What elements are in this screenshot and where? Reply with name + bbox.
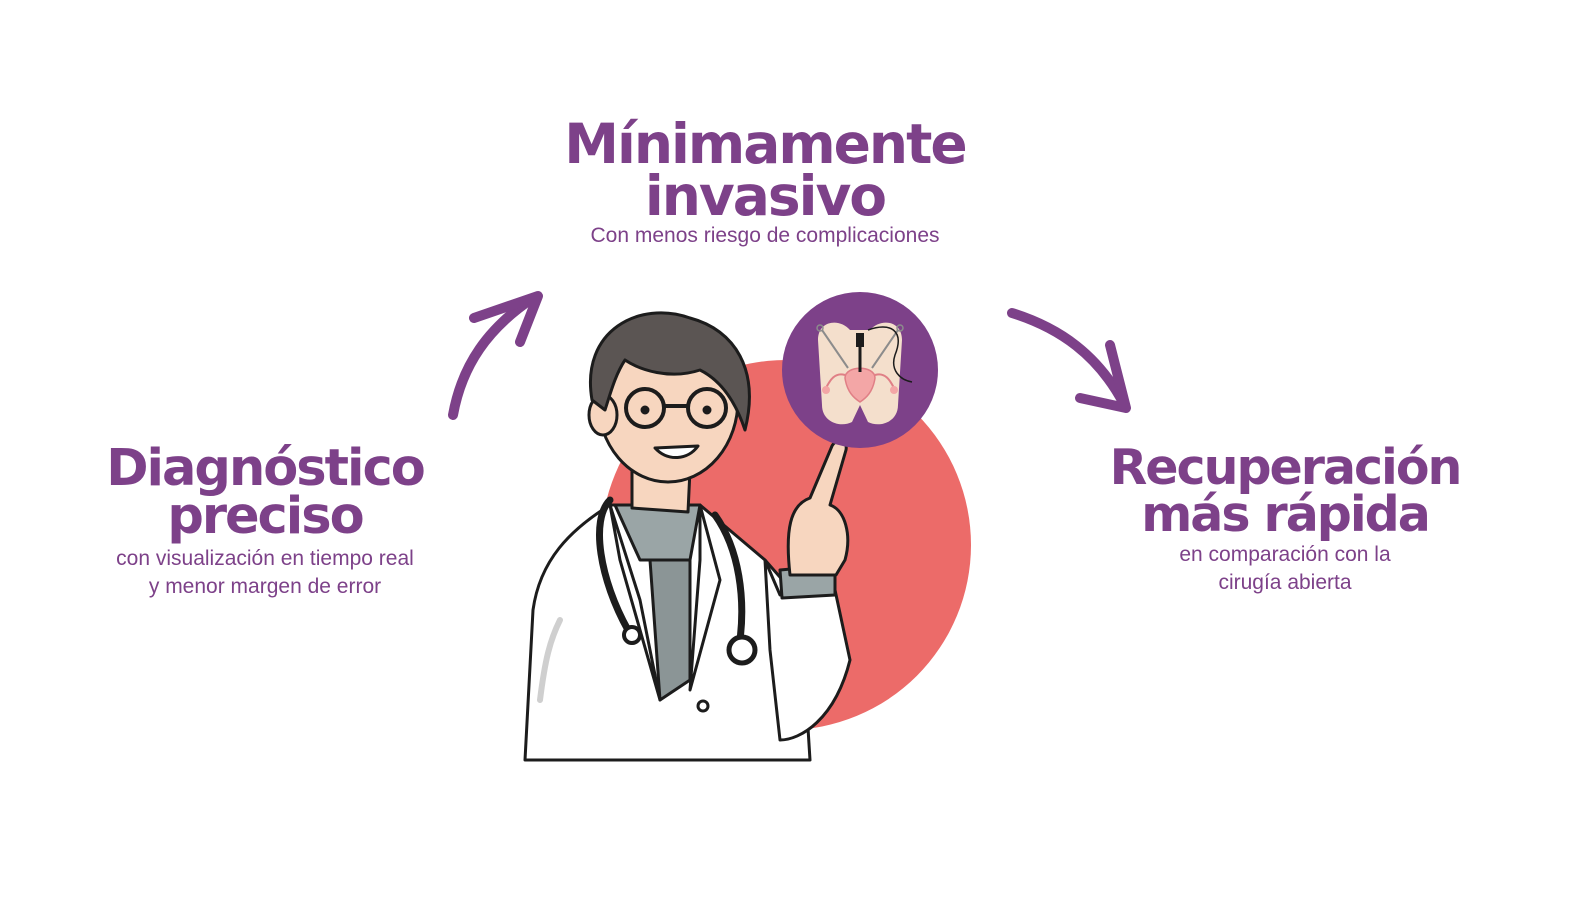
heading-line-1: Recuperación [1109,439,1463,496]
subtitle-line-1: en comparación con la [1179,543,1391,567]
subtitle-line-2: y menor margen de error [148,574,382,598]
curved-arrow-up-right-icon [448,291,543,420]
subtitle-line-2: cirugía abierta [1218,571,1352,595]
heading-line-1: Diagnóstico [106,439,426,498]
heading-line-1: Mínimamente [564,112,967,176]
benefit-precise-diagnosis: Diagnóstico preciso con visualización en… [60,439,470,598]
heading-line-2: invasivo [644,164,887,229]
laparoscopy-icon [782,292,938,448]
benefit-minimally-invasive: Mínimamente invasivo Con menos riesgo de… [520,112,1010,247]
subtitle: Con menos riesgo de complicaciones [590,223,940,247]
subtitle-line-1: con visualización en tiempo real [116,546,414,570]
benefit-faster-recovery: Recuperación más rápida en comparación c… [1085,439,1485,595]
doctor-illustration [523,311,852,762]
heading-line-2: más rápida [1141,485,1431,543]
curved-arrow-down-right-icon [1007,308,1131,413]
heading-line-2: preciso [167,487,364,547]
